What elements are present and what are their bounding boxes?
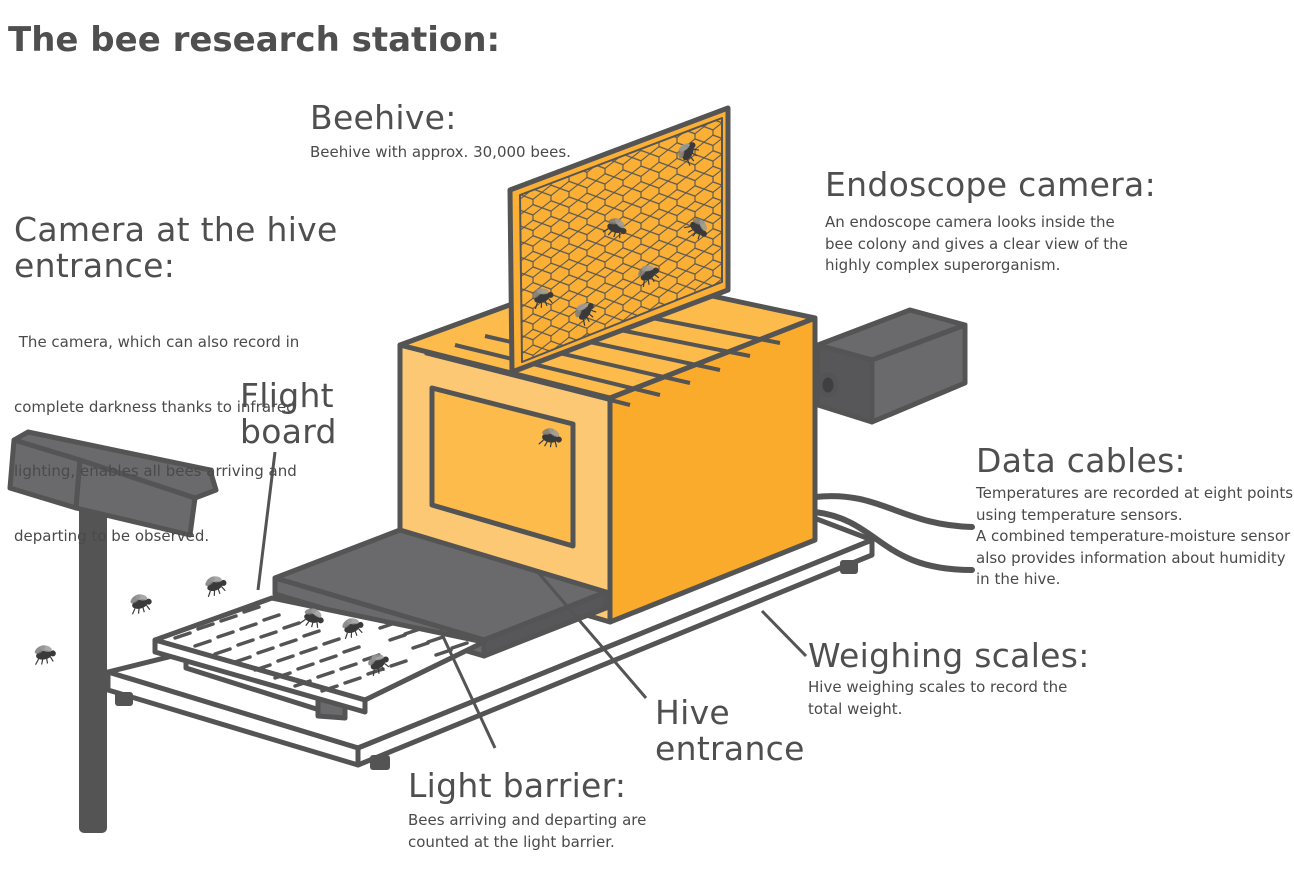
hive-entrance-heading-line: entrance xyxy=(655,729,805,768)
light-barrier-heading: Light barrier: xyxy=(408,766,627,805)
data-cables-heading: Data cables: xyxy=(976,441,1186,480)
light-barrier-label: Light barrier: Bees arriving and departi… xyxy=(408,768,646,853)
endoscope-desc-line: bee colony and gives a clear view of the xyxy=(825,234,1128,253)
weighing-description: Hive weighing scales to record the total… xyxy=(808,677,1090,720)
beehive-heading: Beehive: xyxy=(310,98,457,137)
camera-heading-line: Camera at the hive xyxy=(14,210,338,249)
endoscope-label: Endoscope camera: An endoscope camera lo… xyxy=(825,167,1156,277)
endoscope-heading: Endoscope camera: xyxy=(825,165,1156,204)
beehive-description: Beehive with approx. 30,000 bees. xyxy=(310,142,571,164)
hive-box xyxy=(397,269,818,625)
beehive-desc-line: Beehive with approx. 30,000 bees. xyxy=(310,143,571,161)
data-cables-desc-line: also provides information about humidity xyxy=(976,548,1286,567)
data-cables-desc-line: using temperature sensors. xyxy=(976,505,1183,524)
leader-lines xyxy=(256,451,808,749)
flight-board-heading-line: Flight xyxy=(240,376,334,415)
light-barrier-desc-line: Bees arriving and departing are xyxy=(408,811,647,829)
flight-board-label: Flight board xyxy=(240,378,337,450)
camera-description: The camera, which can also record in com… xyxy=(14,289,338,590)
camera-label: Camera at the hive entrance: The camera,… xyxy=(14,212,338,590)
weighing-desc-line: Hive weighing scales to record the xyxy=(808,678,1068,696)
camera-heading-line: entrance: xyxy=(14,246,176,285)
data-cables-desc-line: Temperatures are recorded at eight point… xyxy=(976,484,1294,502)
hive-entrance-heading-line: Hive xyxy=(655,693,731,732)
hive-entrance-label: Hive entrance xyxy=(655,695,805,767)
light-barrier-description: Bees arriving and departing are counted … xyxy=(408,810,646,853)
data-cables-label: Data cables: Temperatures are recorded a… xyxy=(976,443,1293,591)
endoscope-camera xyxy=(815,307,968,425)
data-cables-desc-line: A combined temperature-moisture sensor xyxy=(976,527,1291,545)
data-cables-description: Temperatures are recorded at eight point… xyxy=(976,483,1293,591)
data-cables-desc-line: in the hive. xyxy=(976,570,1061,588)
weighing-heading: Weighing scales: xyxy=(808,636,1090,675)
page-title: The bee research station: xyxy=(8,20,501,60)
endoscope-description: An endoscope camera looks inside the bee… xyxy=(825,212,1156,277)
camera-desc-line: lighting, enables all bees arriving and xyxy=(14,462,297,480)
light-barrier-desc-line: counted at the light barrier. xyxy=(408,832,615,851)
camera-desc-line: complete darkness thanks to infrared xyxy=(14,397,296,416)
beehive-label: Beehive: Beehive with approx. 30,000 bee… xyxy=(310,100,571,164)
entrance-camera xyxy=(7,429,219,833)
camera-desc-line: departing to be observed. xyxy=(14,526,210,545)
camera-heading: Camera at the hive entrance: xyxy=(14,212,338,284)
camera-desc-line: The camera, which can also record in xyxy=(14,333,300,351)
flight-board xyxy=(152,595,487,715)
flight-board-heading-line: board xyxy=(240,412,337,451)
honeycomb-frame xyxy=(507,105,731,375)
weighing-desc-line: total weight. xyxy=(808,699,903,718)
endoscope-desc-line: An endoscope camera looks inside the xyxy=(825,213,1115,231)
weighing-label: Weighing scales: Hive weighing scales to… xyxy=(808,638,1090,720)
data-cables xyxy=(812,493,975,573)
endoscope-desc-line: highly complex superorganism. xyxy=(825,256,1061,274)
